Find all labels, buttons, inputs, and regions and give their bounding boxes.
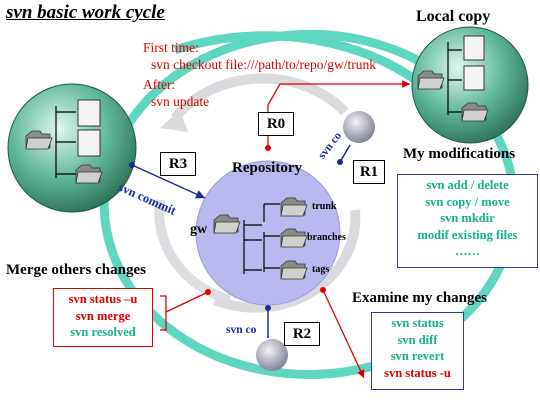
tags-folder-icon [280, 260, 308, 280]
examine-command: svn status -u [384, 365, 451, 380]
gw-label: gw [190, 222, 208, 237]
modifications-box: svn add / delete svn copy / move svn mkd… [397, 174, 538, 268]
merge-command: svn merge [75, 308, 131, 323]
tags-label: tags [312, 264, 330, 275]
inner-cycle-arrow [154, 73, 361, 313]
folder-icon [25, 130, 53, 150]
revision-r1-box: R1 [353, 160, 385, 184]
local-copy-label: Local copy [416, 8, 491, 25]
repository-label: Repository [232, 160, 302, 176]
examine-label: Examine my changes [352, 290, 487, 306]
file-icon [463, 35, 485, 61]
checkout-node-bottom [256, 339, 288, 371]
branches-label: branches [307, 232, 346, 243]
merge-label: Merge others changes [6, 262, 146, 278]
folder-icon [75, 164, 103, 184]
trunk-folder-icon [280, 197, 308, 217]
co-arrow-bottom [265, 305, 271, 338]
local-copy-top-right [411, 26, 529, 144]
local-copy-left [7, 83, 137, 213]
mod-command: svn add / delete [426, 178, 509, 192]
mod-command: svn mkdir [440, 211, 495, 225]
first-time-label: First time: [143, 40, 199, 55]
examine-command: svn diff [397, 332, 438, 347]
file-icon [463, 65, 485, 91]
after-label: After: [143, 77, 176, 92]
my-modifications-label: My modifications [403, 146, 516, 162]
examine-arrow [320, 287, 365, 379]
mod-command: …… [455, 244, 480, 258]
svn-co-bottom-label: svn co [226, 324, 257, 336]
examine-command: svn revert [390, 349, 445, 363]
mod-command: modif existing files [417, 227, 518, 242]
revision-r2-box: R2 [284, 322, 320, 346]
co-arrow-top [337, 144, 351, 165]
revision-r3-box: R3 [160, 152, 196, 176]
examine-command: svn status [391, 316, 444, 330]
file-icon [77, 129, 101, 157]
checkout-node-top [343, 111, 375, 143]
trunk-label: trunk [312, 201, 337, 212]
file-icon [77, 99, 101, 127]
gw-folder-icon [213, 214, 241, 234]
diagram-title: svn basic work cycle [6, 2, 165, 23]
merge-command: svn status –u [68, 292, 138, 306]
merge-command: svn resolved [70, 325, 136, 339]
revision-r0-box: R0 [258, 112, 294, 136]
folder-icon [461, 102, 489, 122]
commit-arrow [129, 162, 206, 199]
checkout-command: svn checkout file:///path/to/repo/gw/tru… [151, 57, 376, 72]
merge-arrow [160, 289, 211, 331]
update-command: svn update [151, 94, 210, 109]
branches-folder-icon [280, 228, 308, 248]
mod-command: svn copy / move [425, 194, 510, 209]
folder-icon [417, 70, 445, 90]
examine-commands-box: svn status svn diff svn revert svn statu… [371, 312, 464, 390]
merge-commands-box: svn status –u svn merge svn resolved [53, 288, 153, 347]
